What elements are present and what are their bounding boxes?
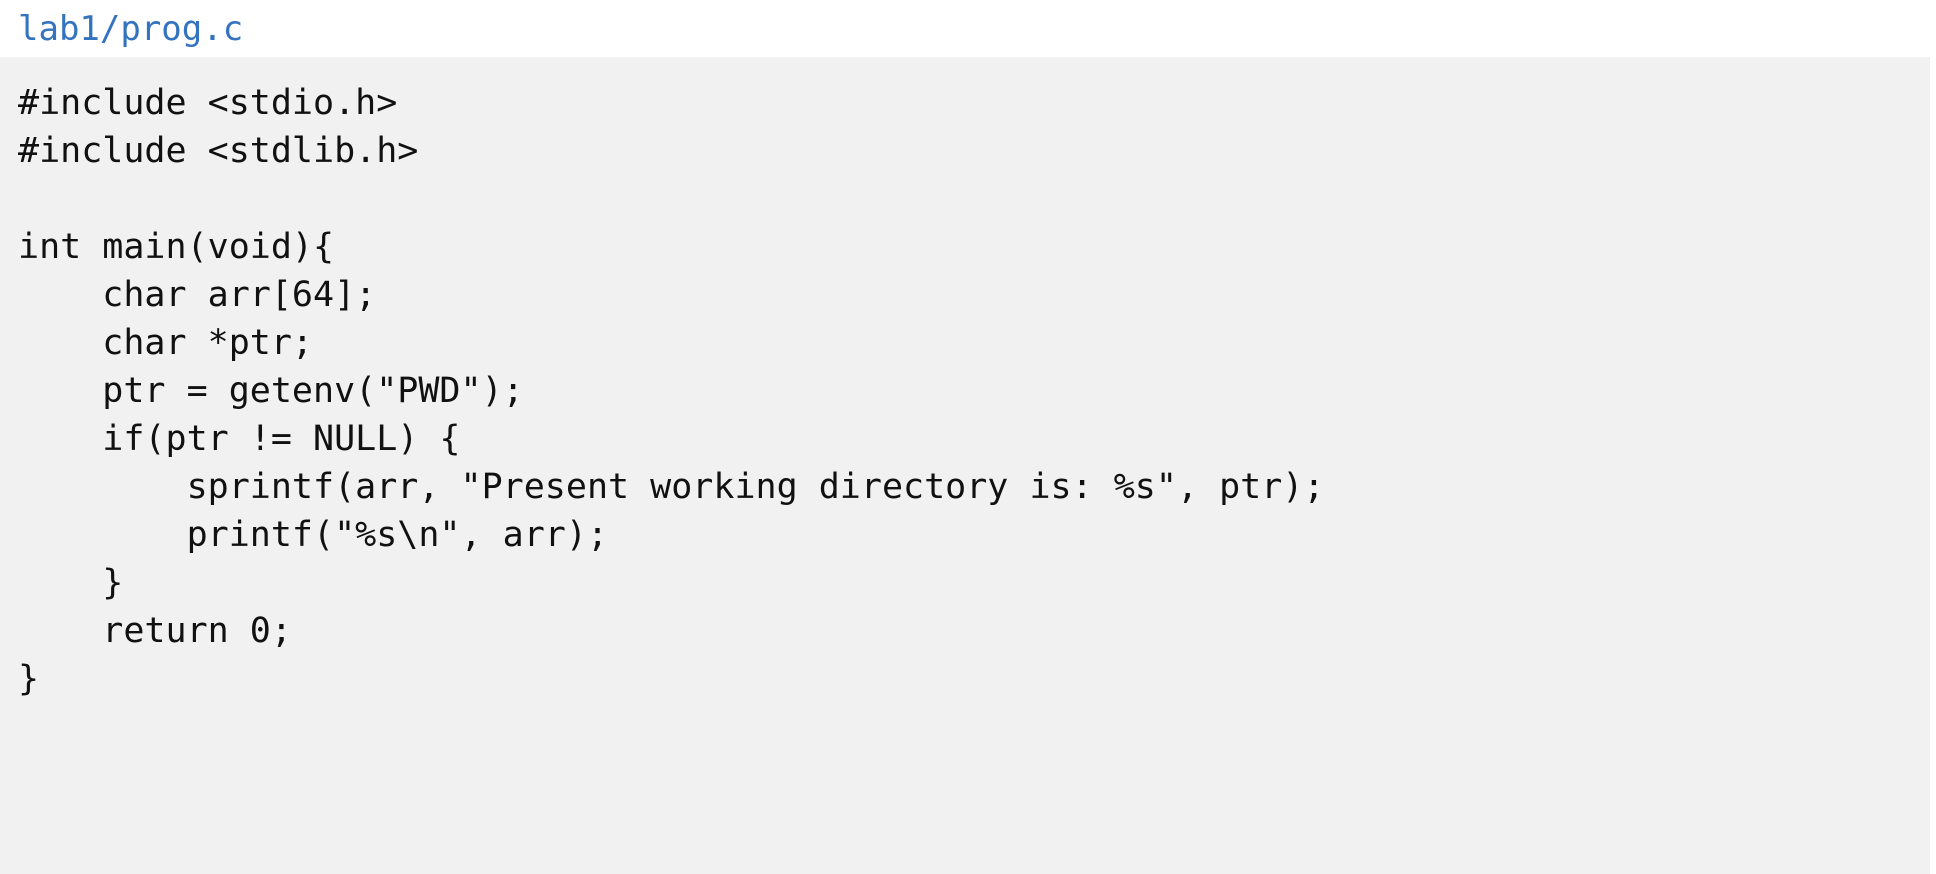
file-path-label: lab1/prog.c bbox=[18, 8, 244, 49]
code-line: printf("%s\n", arr); bbox=[18, 515, 609, 555]
file-header: lab1/prog.c bbox=[0, 0, 1936, 57]
code-line: int main(void){ bbox=[18, 227, 335, 267]
code-line: ptr = getenv("PWD"); bbox=[18, 371, 524, 411]
source-code[interactable]: #include <stdio.h> #include <stdlib.h> int… bbox=[18, 79, 1930, 703]
code-line: char arr[64]; bbox=[18, 275, 377, 315]
code-line: return 0; bbox=[18, 611, 292, 651]
code-line: #include <stdio.h> bbox=[18, 83, 398, 123]
code-line: char *ptr; bbox=[18, 323, 314, 363]
code-block: #include <stdio.h> #include <stdlib.h> int… bbox=[0, 57, 1930, 874]
code-line: #include <stdlib.h> bbox=[18, 131, 419, 171]
code-line bbox=[18, 175, 1930, 223]
code-line: if(ptr != NULL) { bbox=[18, 419, 461, 459]
code-line: sprintf(arr, "Present working directory … bbox=[18, 467, 1325, 507]
code-line: } bbox=[18, 659, 40, 699]
code-line: } bbox=[18, 563, 124, 603]
